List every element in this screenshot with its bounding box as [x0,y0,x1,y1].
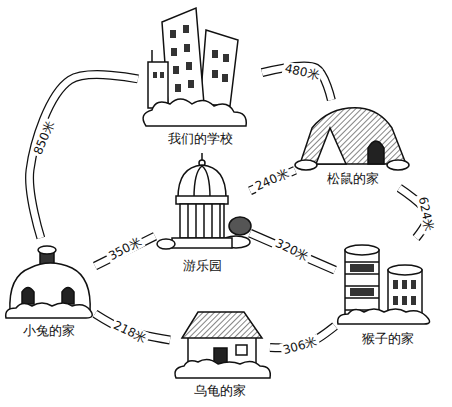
monkey-house [393,296,398,305]
school-building [188,80,194,88]
school-building [212,70,218,78]
road [250,233,335,270]
rabbit-house [6,303,93,318]
distance-label: 240米 [251,166,292,195]
monkey-house [393,280,398,289]
amusement-park-building [157,153,251,249]
squirrel-house [295,160,317,170]
distance-label: 306米 [279,334,320,358]
school-building [223,54,229,62]
place-node: 乌龟的家 [170,302,270,400]
amusement-park-building [157,239,175,249]
monkey-house [350,288,374,296]
monkey-house [411,280,416,289]
monkey-house [402,296,407,305]
rabbit-house [22,288,74,305]
school-building [200,30,238,106]
place-node: 猴子的家 [335,238,440,348]
amusement-park-building [229,217,251,235]
school-building [184,44,190,52]
school-building [151,50,153,62]
place-label-box: 猴子的家 [335,331,440,347]
school-building [148,62,168,108]
school-building [173,66,179,74]
squirrel-house [295,108,409,170]
monkey-house [338,245,430,324]
squirrel-house [387,160,409,170]
amusement-park-building [180,204,224,238]
place-name: 乌龟的家 [194,383,246,399]
place-name: 猴子的家 [362,331,414,347]
monkey-house [350,264,374,272]
amusement-park-building [194,166,210,198]
monkey-house [345,245,379,255]
place-name: 松鼠的家 [327,171,379,187]
monkey-house [388,265,422,275]
place-node: 我们的学校 [138,8,262,148]
distance-label: 218米 [109,317,150,346]
school-building [222,74,228,82]
monkey-house [402,280,407,289]
school-building [175,84,181,92]
turtle-house [236,345,247,355]
monkey-house [338,309,430,324]
turtle-house [175,312,270,378]
school-building [170,30,176,38]
place-node: 游乐园 [155,150,250,275]
school-building [183,25,189,33]
school-building [153,25,229,92]
squirrel-house [368,141,384,164]
monkey-house [393,280,416,305]
school-building [143,8,246,126]
monkey-house [411,296,416,305]
place-name: 小兔的家 [23,323,75,339]
place-name: 游乐园 [183,258,222,274]
distance-label: 350米 [104,234,145,265]
school-building [143,99,246,126]
road-edge [250,233,335,270]
place-node: 松鼠的家 [295,100,410,188]
road-edge [30,75,138,238]
school-building [212,50,218,58]
place-label-box: 游乐园 [155,258,250,274]
amusement-park-building [178,165,226,198]
distance-label: 320米 [271,235,312,264]
monkey-house [350,264,374,296]
place-node: 小兔的家 [3,238,95,340]
school-building [160,72,164,78]
school-building [186,62,192,70]
road-surface [30,75,138,238]
squirrel-house [300,108,406,164]
turtle-house [175,359,270,378]
place-label-box: 我们的学校 [138,131,262,147]
monkey-house [345,250,379,318]
road [30,75,138,238]
school-building [171,48,177,56]
rabbit-house [38,246,56,254]
turtle-house [182,312,262,338]
road-surface [250,233,335,270]
place-label-box: 小兔的家 [3,323,95,339]
amusement-park-building [188,204,220,238]
amusement-park-building [172,238,232,248]
place-name: 我们的学校 [168,131,233,147]
rabbit-house [6,246,93,318]
squirrel-house [316,128,346,164]
monkey-house [345,262,379,310]
amusement-park-building [176,196,228,204]
place-label-box: 松鼠的家 [295,171,410,187]
place-label-box: 乌龟的家 [170,383,270,399]
school-building [153,72,157,78]
